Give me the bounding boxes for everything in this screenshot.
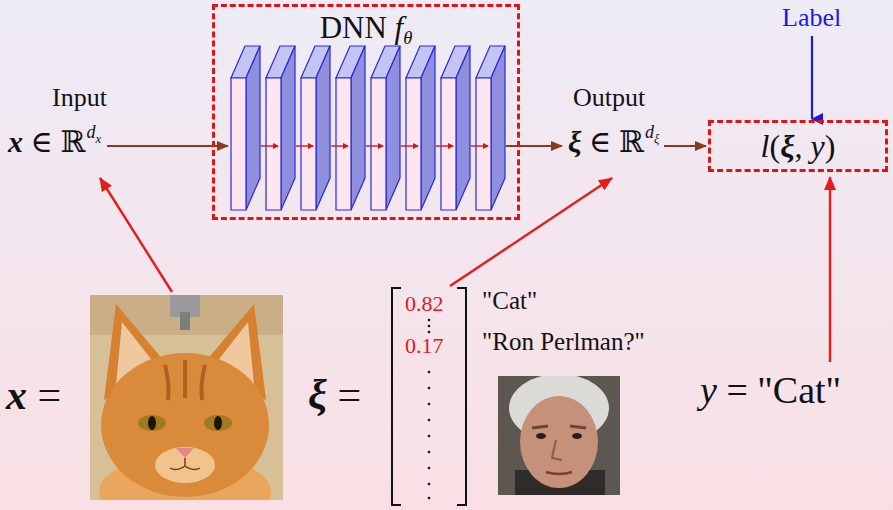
pointer-arrow — [829, 177, 831, 362]
label-text: x — [6, 372, 27, 418]
output-arrow — [506, 145, 562, 147]
layer-arrow — [436, 145, 453, 146]
math-label: "Cat" — [482, 286, 537, 316]
math-label: Input — [52, 82, 107, 113]
label-text: "Cat" — [482, 287, 537, 314]
label-text: Input — [52, 83, 107, 112]
node-text: ) — [825, 128, 836, 164]
layer-face — [316, 46, 330, 210]
layer-face — [301, 78, 316, 210]
layer-face — [491, 46, 505, 210]
math-label: 0.82 — [405, 291, 444, 317]
label-text: ξ — [308, 372, 327, 418]
label-text: y — [700, 369, 717, 411]
cat-photo — [90, 295, 283, 500]
node-text: DNN — [320, 10, 387, 45]
label-text: Output — [573, 83, 645, 112]
node-text: y — [811, 128, 825, 164]
label-text: ∈ ℝ — [589, 125, 644, 158]
vector-bracket — [457, 288, 466, 505]
layer-arrow — [296, 145, 313, 146]
label-text: ∈ ℝ — [31, 125, 86, 158]
layer-face — [441, 78, 456, 210]
label-text: Label — [782, 3, 841, 32]
math-label: Label — [782, 2, 841, 33]
math-label: y="Cat" — [700, 368, 841, 414]
layer-face — [456, 46, 470, 210]
dashed-box: DNNfθ — [212, 4, 520, 220]
pointer-arrow — [100, 178, 172, 292]
label-text: "Cat" — [757, 369, 841, 411]
network-layers — [231, 46, 505, 210]
label-text: ξ — [654, 132, 659, 146]
layer-face — [246, 46, 260, 210]
label-text: 0.82 — [405, 291, 444, 316]
math-label: x∈ ℝdx — [8, 122, 101, 160]
label-text: x — [8, 125, 23, 158]
node-text: , — [795, 128, 803, 164]
node-text: ( — [770, 128, 781, 164]
dashed-box: l(ξ,y) — [708, 120, 888, 172]
loss-arrow — [664, 145, 706, 147]
node-text: l — [761, 128, 770, 164]
label-text: = — [726, 369, 747, 411]
person-photo — [498, 376, 620, 495]
layer-face — [421, 46, 435, 210]
layer-face — [371, 78, 386, 210]
layer-face — [281, 46, 295, 210]
layer-arrow — [471, 145, 488, 146]
layer-face — [406, 78, 421, 210]
node-text: f — [395, 10, 404, 45]
pointer-arrow — [450, 178, 612, 286]
math-label: 0.17 — [405, 333, 444, 359]
layer-face — [266, 78, 281, 210]
label-text: x — [96, 132, 102, 146]
math-label: x= — [6, 370, 61, 420]
math-label: ξ= — [308, 370, 361, 420]
layer-face — [386, 46, 400, 210]
math-label: Output — [573, 82, 645, 113]
label-text: ξ — [568, 125, 581, 158]
vector-bracket — [392, 288, 401, 505]
label-text: = — [38, 372, 62, 418]
layer-face — [231, 78, 246, 210]
label-arrow — [811, 36, 813, 119]
label-text: "Ron Perlman?" — [482, 328, 645, 355]
math-label: "Ron Perlman?" — [482, 327, 645, 357]
layer-face — [336, 78, 351, 210]
label-text: 0.17 — [405, 333, 444, 358]
layer-arrow — [401, 145, 418, 146]
layer-face — [351, 46, 365, 210]
layer-arrow — [261, 145, 278, 146]
label-text: d — [87, 122, 96, 142]
input-arrow — [107, 145, 228, 147]
node-text: ξ — [780, 128, 794, 164]
layer-face — [476, 78, 491, 210]
label-text: = — [337, 372, 361, 418]
node-text: θ — [403, 27, 412, 48]
label-text: d — [645, 122, 654, 142]
layer-arrow — [366, 145, 383, 146]
math-label: ξ∈ ℝdξ — [568, 122, 659, 160]
layer-arrow — [331, 145, 348, 146]
